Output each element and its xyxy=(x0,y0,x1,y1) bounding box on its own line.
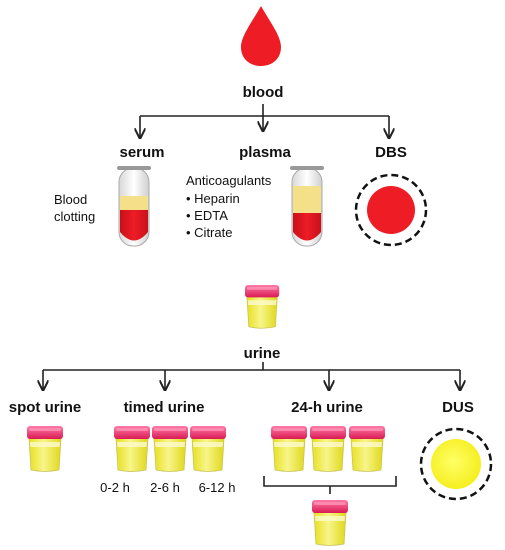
urine-cup-icon xyxy=(244,284,280,329)
24h-pooled-cup-icon xyxy=(311,499,349,546)
serum-note: Blood clotting xyxy=(54,192,95,224)
serum-label: serum xyxy=(119,144,164,161)
blood-drop-icon xyxy=(241,6,281,66)
timed-urine-cup-icon xyxy=(151,425,189,472)
spot-urine-label: spot urine xyxy=(9,399,82,416)
anticoagulant-item: • EDTA xyxy=(186,208,228,223)
dbs-label: DBS xyxy=(375,144,407,161)
blood-tree-connectors xyxy=(140,104,389,138)
serum-note-line: clotting xyxy=(54,209,95,224)
timed-urine-label: timed urine xyxy=(124,399,205,416)
24h-urine-cup-icon xyxy=(270,425,308,472)
24h-urine-label: 24-h urine xyxy=(291,399,363,416)
dus-dried-spot-icon xyxy=(419,427,493,501)
serum-note-line: Blood xyxy=(54,192,87,207)
timed-urine-cup-icon xyxy=(189,425,227,472)
dus-label: DUS xyxy=(442,399,474,416)
blood-label: blood xyxy=(243,84,284,101)
urine-label: urine xyxy=(244,345,281,362)
anticoagulant-item: • Citrate xyxy=(186,225,232,240)
timed-interval-label: 0-2 h xyxy=(100,480,130,495)
timed-interval-label: 6-12 h xyxy=(199,480,236,495)
dbs-dried-spot-icon xyxy=(354,173,428,247)
serum-tube-icon xyxy=(117,166,151,247)
24h-pooling-bracket xyxy=(263,476,397,494)
anticoagulant-list: • Heparin • EDTA • Citrate xyxy=(186,191,243,240)
timed-interval-label: 2-6 h xyxy=(150,480,180,495)
timed-urine-cup-icon xyxy=(113,425,151,472)
anticoagulants-title: Anticoagulants xyxy=(186,173,272,188)
spot-urine-cup-icon xyxy=(26,425,64,472)
urine-tree-connectors xyxy=(43,362,460,390)
24h-urine-cup-icon xyxy=(348,425,386,472)
anticoagulant-item: • Heparin xyxy=(186,191,240,206)
24h-urine-cup-icon xyxy=(309,425,347,472)
plasma-label: plasma xyxy=(239,144,291,161)
plasma-tube-icon xyxy=(290,166,324,247)
